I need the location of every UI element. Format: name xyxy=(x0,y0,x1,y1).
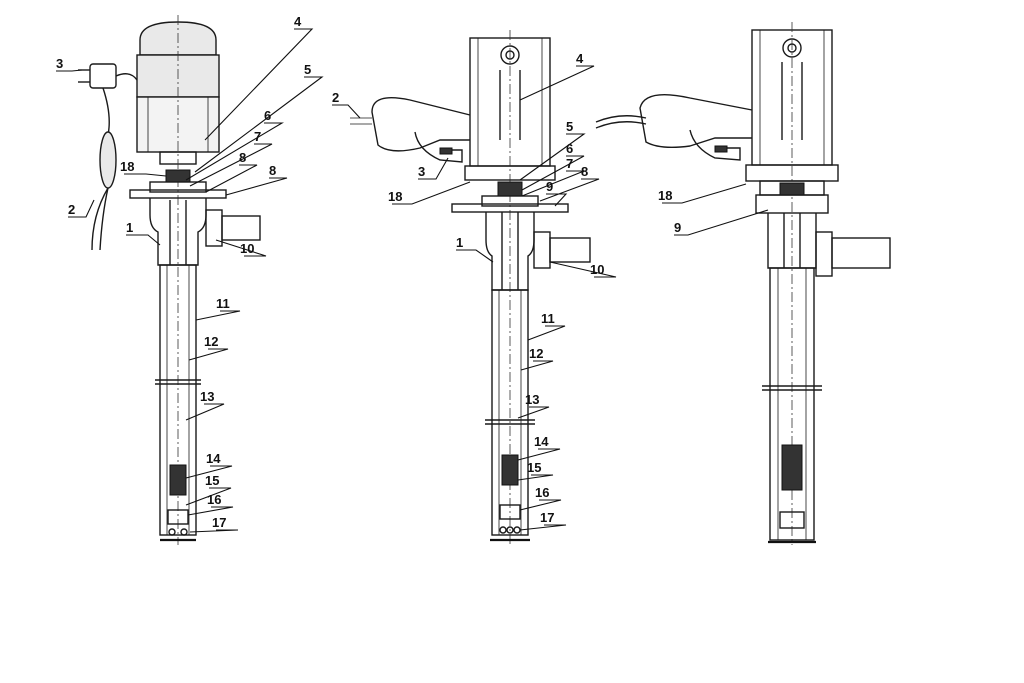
pump-a-callout-label: 5 xyxy=(304,62,311,77)
pump-b-leader-12 xyxy=(517,406,550,419)
pump-b-callout-label: 13 xyxy=(525,392,539,407)
pump-a-callout-label: 7 xyxy=(254,129,261,144)
pump-c-leader-0 xyxy=(662,183,747,204)
pump-b-callout-label: 7 xyxy=(566,156,573,171)
pump-a-leader-7 xyxy=(205,164,258,193)
pump-b-leader-8 xyxy=(546,193,568,207)
pump-a-leader-4 xyxy=(194,76,324,173)
callout-labels: 1234567881011121314151617181234567891011… xyxy=(56,14,681,530)
pump-b-callout-label: 2 xyxy=(332,90,339,105)
pump-c-leader-1 xyxy=(674,209,769,236)
pump-a-callout-label: 14 xyxy=(206,451,221,466)
pump-a-leader-11 xyxy=(188,348,229,361)
pump-a-callout-label: 6 xyxy=(264,108,271,123)
pump-b-callout-label: 18 xyxy=(388,189,402,204)
pump-b-leader-9 xyxy=(549,261,617,278)
pump-b-callout-label: 16 xyxy=(535,485,549,500)
pump-a-callout-label: 18 xyxy=(120,159,134,174)
pump-a-leader-14 xyxy=(185,487,232,506)
pump-c-callout-label: 9 xyxy=(674,220,681,235)
pump-a-callout-label: 12 xyxy=(204,334,218,349)
pump-b-callout-label: 1 xyxy=(456,235,463,250)
pump-b-leader-11 xyxy=(520,360,554,371)
pump-b-callout-label: 5 xyxy=(566,119,573,134)
pump-b-leader-5 xyxy=(521,155,585,191)
pump-a-leader-17 xyxy=(124,173,167,177)
pump-b-leader-14 xyxy=(517,474,554,481)
pump-b-callout-label: 14 xyxy=(534,434,549,449)
pump-b-callout-label: 11 xyxy=(541,311,555,326)
pump-c-callout-label: 18 xyxy=(658,188,672,203)
pump-a-callout-label: 4 xyxy=(294,14,302,29)
pump-a-leader-8 xyxy=(225,177,288,196)
pump-b-leader-15 xyxy=(519,499,562,511)
pump-a-leader-1 xyxy=(68,199,95,218)
pump-a-callout-label: 8 xyxy=(269,163,276,178)
pump-a-leader-12 xyxy=(185,403,225,421)
pump-a-callout-label: 15 xyxy=(205,473,219,488)
pump-a-leader-5 xyxy=(185,122,285,181)
callout-leaders xyxy=(56,28,769,533)
pump-a-callout-label: 13 xyxy=(200,389,214,404)
pump-a-leader-0 xyxy=(126,234,161,246)
pump-b-leader-2 xyxy=(418,157,449,180)
pump-a-callout-label: 10 xyxy=(240,241,254,256)
pump-a-callout-label: 11 xyxy=(216,296,230,311)
pump-b-callout-label: 6 xyxy=(566,141,573,156)
pump-b-leader-6 xyxy=(521,170,585,197)
pump-a-leader-13 xyxy=(185,465,233,479)
pump-b-leader-10 xyxy=(527,325,566,341)
pump-b-drawing xyxy=(350,30,591,545)
pump-a-leader-2 xyxy=(56,69,83,72)
pump-a-leader-3 xyxy=(204,28,314,141)
pump-a-callout-label: 1 xyxy=(126,220,133,235)
pump-b-callout-label: 8 xyxy=(581,164,588,179)
pump-a-drawing xyxy=(78,15,261,545)
pump-a-leader-15 xyxy=(187,506,234,516)
pump-a-callout-label: 16 xyxy=(207,492,221,507)
pump-b-callout-label: 17 xyxy=(540,510,554,525)
pump-b-callout-label: 12 xyxy=(529,346,543,361)
pump-a-leader-16 xyxy=(189,529,239,533)
pump-a-leader-10 xyxy=(195,310,241,321)
pump-b-callout-label: 10 xyxy=(590,262,604,277)
pump-c-drawing xyxy=(595,22,1024,545)
pump-a-callout-label: 2 xyxy=(68,202,75,217)
pump-a-callout-label: 8 xyxy=(239,150,246,165)
pump-b-leader-17 xyxy=(392,181,471,205)
pump-a-leader-9 xyxy=(215,239,267,257)
pump-b-leader-0 xyxy=(456,249,494,263)
pump-a-callout-label: 3 xyxy=(56,56,63,71)
pump-b-leader-16 xyxy=(519,524,567,531)
pump-b-leader-1 xyxy=(332,104,361,119)
pump-b-leader-3 xyxy=(519,65,595,101)
pump-b-callout-label: 15 xyxy=(527,460,541,475)
pump-b-leader-13 xyxy=(517,448,561,461)
pump-a-callout-label: 17 xyxy=(212,515,226,530)
pump-b-callout-label: 4 xyxy=(576,51,584,66)
pump-b-leader-4 xyxy=(519,133,586,181)
pump-a-leader-6 xyxy=(189,143,273,187)
pump-b-callout-label: 3 xyxy=(418,164,425,179)
pump-b-callout-label: 9 xyxy=(546,179,553,194)
